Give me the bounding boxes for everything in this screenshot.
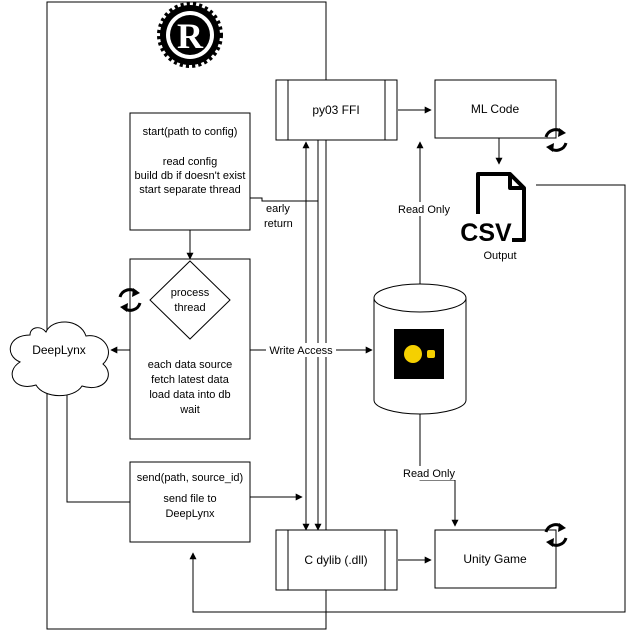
- process-diamond-line-2: thread: [174, 302, 205, 314]
- send-box: [129, 461, 251, 543]
- rust-logo-icon: R: [157, 2, 223, 68]
- write-access-label: Write Access: [269, 345, 333, 357]
- csv-badge: CSV: [460, 219, 512, 247]
- send-box-title: send(path, source_id): [137, 472, 243, 484]
- unity-game-box: [434, 529, 557, 589]
- ml-code-box: [434, 79, 557, 139]
- process-thread-diamond: [149, 260, 231, 340]
- database-icon: [394, 329, 444, 379]
- early-return-line-1: early: [266, 203, 290, 215]
- start-box-title: start(path to config): [143, 126, 238, 138]
- deeplynx-label: DeepLynx: [32, 343, 86, 357]
- early-return-line-2: return: [264, 218, 293, 230]
- edge-output-to-send: [189, 184, 626, 613]
- process-box-line-2: fetch latest data: [151, 374, 230, 386]
- csv-file-icon: CSV: [460, 172, 526, 247]
- cdylib-box: [275, 529, 398, 591]
- refresh-icon: [118, 288, 142, 312]
- start-box-line-2: build db if doesn't exist: [135, 170, 246, 182]
- cdylib-label: C dylib (.dll): [304, 553, 367, 567]
- send-box-line-2: DeepLynx: [165, 508, 215, 520]
- process-diamond-line-1: process: [171, 287, 210, 299]
- start-box: [129, 112, 251, 231]
- process-box-line-3: load data into db: [149, 389, 230, 401]
- process-box-line-1: each data source: [148, 359, 232, 371]
- read-only-label-top: Read Only: [398, 204, 450, 216]
- py03-label: py03 FFI: [312, 103, 359, 117]
- refresh-icon: [544, 128, 568, 152]
- edge-early-return: [250, 197, 318, 202]
- rust-logo-letter: R: [177, 16, 204, 56]
- ml-code-label: ML Code: [471, 102, 520, 116]
- csv-output-label: Output: [483, 250, 516, 262]
- send-box-line-1: send file to: [163, 493, 216, 505]
- start-box-line-1: read config: [163, 156, 217, 168]
- unity-game-label: Unity Game: [463, 552, 527, 566]
- deeplynx-cloud: [9, 321, 109, 397]
- refresh-icon: [544, 523, 568, 547]
- start-box-line-3: start separate thread: [139, 184, 241, 196]
- process-box-line-4: wait: [179, 404, 200, 416]
- py03-box: [275, 79, 398, 141]
- read-only-label-bottom: Read Only: [403, 468, 455, 480]
- rust-panel: [46, 1, 327, 630]
- edge-send-to-deeplynx: [63, 381, 130, 503]
